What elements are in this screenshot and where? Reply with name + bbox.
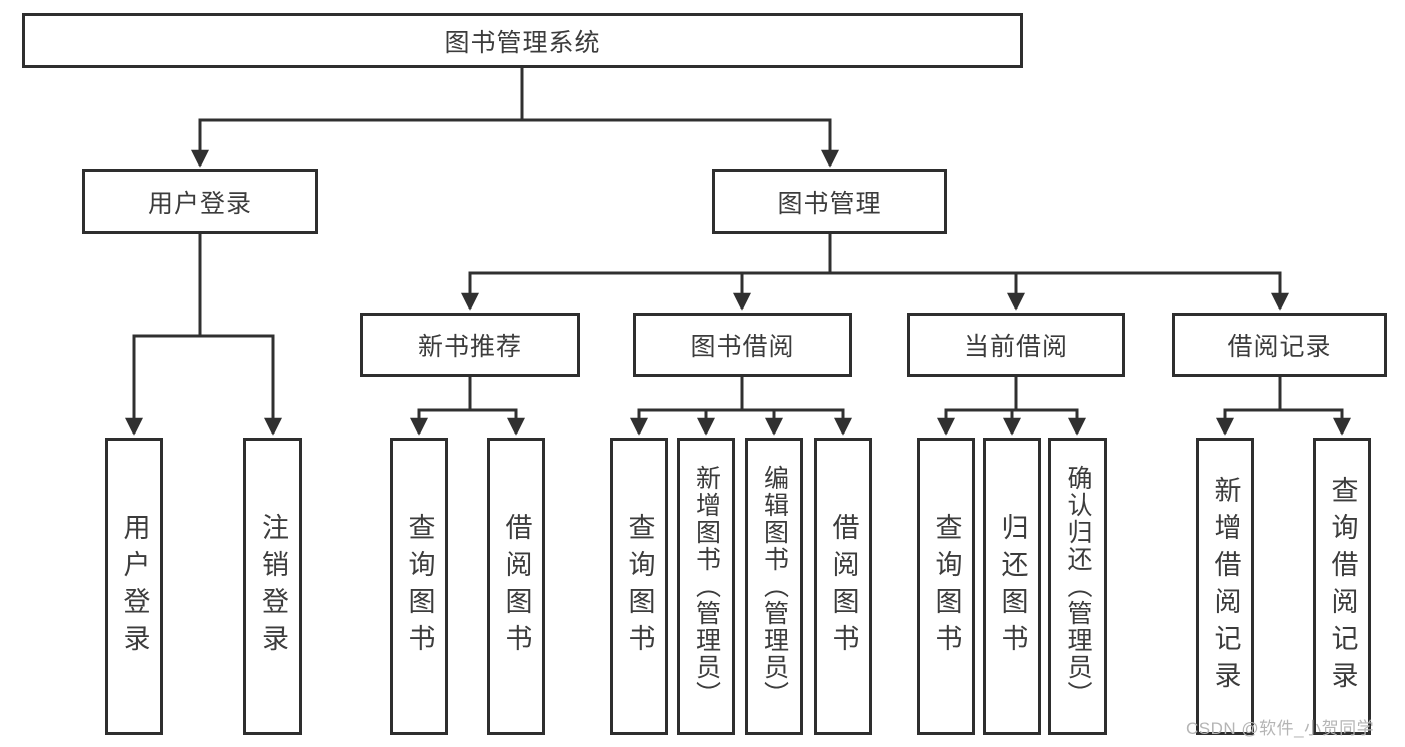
leaf-query-books-recommend: 查询图书 bbox=[390, 438, 448, 735]
leaf-edit-book-admin: 编辑图书（管理员） bbox=[745, 438, 803, 735]
leaf-confirm-return-admin: 确认归还（管理员） bbox=[1048, 438, 1107, 735]
leaf-confirm-return-admin-label: 确认归还（管理员） bbox=[1064, 465, 1092, 708]
node-book-borrow-label: 图书借阅 bbox=[690, 333, 795, 361]
leaf-return-books-label: 归还图书 bbox=[997, 512, 1028, 661]
node-current-borrow-label: 当前借阅 bbox=[963, 333, 1068, 361]
leaf-add-borrow-record: 新增借阅记录 bbox=[1196, 438, 1254, 735]
leaf-user-login: 用户登录 bbox=[105, 438, 163, 735]
leaf-return-books: 归还图书 bbox=[983, 438, 1041, 735]
leaf-edit-book-admin-label: 编辑图书（管理员） bbox=[760, 465, 789, 708]
leaf-query-books-current-label: 查询图书 bbox=[931, 512, 962, 661]
node-borrow-records: 借阅记录 bbox=[1172, 313, 1387, 377]
leaf-query-books-borrow: 查询图书 bbox=[610, 438, 668, 735]
watermark: CSDN @软件_小贺同学 bbox=[1186, 719, 1375, 738]
leaf-query-borrow-record-label: 查询借阅记录 bbox=[1327, 475, 1358, 698]
node-book-management-label: 图书管理 bbox=[777, 189, 882, 218]
leaf-query-borrow-record: 查询借阅记录 bbox=[1313, 438, 1371, 735]
leaf-user-login-label: 用户登录 bbox=[119, 512, 150, 661]
leaf-borrow-books-recommend: 借阅图书 bbox=[487, 438, 545, 735]
leaf-add-book-admin-label: 新增图书（管理员） bbox=[692, 465, 721, 708]
node-user-login-label: 用户登录 bbox=[147, 189, 252, 218]
leaf-logout-login: 注销登录 bbox=[243, 438, 302, 735]
node-current-borrow: 当前借阅 bbox=[907, 313, 1125, 377]
leaf-query-books-recommend-label: 查询图书 bbox=[404, 512, 435, 661]
leaf-add-book-admin: 新增图书（管理员） bbox=[677, 438, 735, 735]
node-borrow-records-label: 借阅记录 bbox=[1227, 333, 1332, 361]
node-user-login: 用户登录 bbox=[82, 169, 318, 234]
node-new-book-recommend-label: 新书推荐 bbox=[417, 333, 522, 361]
leaf-add-borrow-record-label: 新增借阅记录 bbox=[1210, 475, 1241, 698]
leaf-borrow-books-borrow: 借阅图书 bbox=[814, 438, 872, 735]
node-new-book-recommend: 新书推荐 bbox=[360, 313, 580, 377]
node-root: 图书管理系统 bbox=[22, 13, 1023, 68]
node-root-label: 图书管理系统 bbox=[444, 28, 601, 57]
leaf-borrow-books-borrow-label: 借阅图书 bbox=[828, 512, 859, 661]
leaf-query-books-borrow-label: 查询图书 bbox=[624, 512, 655, 661]
node-book-borrow: 图书借阅 bbox=[633, 313, 852, 377]
node-book-management: 图书管理 bbox=[712, 169, 947, 234]
leaf-borrow-books-recommend-label: 借阅图书 bbox=[501, 512, 532, 661]
leaf-query-books-current: 查询图书 bbox=[917, 438, 975, 735]
leaf-logout-login-label: 注销登录 bbox=[258, 512, 288, 661]
